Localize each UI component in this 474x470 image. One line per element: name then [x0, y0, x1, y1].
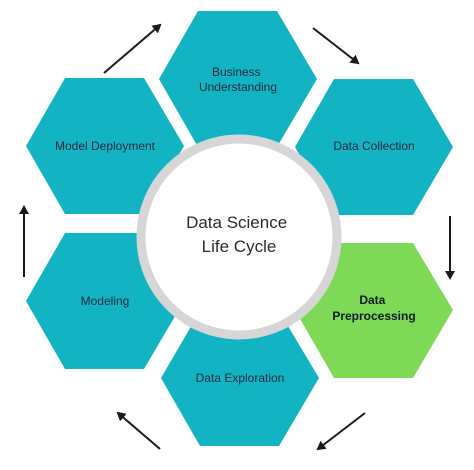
hex-shape-data-collection	[295, 79, 453, 215]
hex-shape-data-exploration	[161, 311, 319, 446]
stage-hex-business-understanding: Business Understanding	[159, 11, 317, 147]
center-hub: Data Science Life Cycle	[136, 134, 342, 340]
stage-label-data-exploration: Data Exploration	[196, 371, 285, 385]
arrow-deployment-to-business	[103, 23, 162, 74]
arrow-exploration-to-modeling	[116, 411, 161, 450]
arrow-preprocessing-to-exploration	[316, 412, 366, 451]
stage-label-data-collection: Data Collection	[333, 139, 414, 153]
arrow-business-to-collection	[312, 27, 360, 65]
hex-shape-data-preprocessing	[295, 243, 453, 378]
stage-label-modeling: Modeling	[81, 294, 130, 308]
center-title: Data Science Life Cycle	[186, 213, 292, 256]
stage-hex-model-deployment: Model Deployment	[26, 78, 184, 214]
center-circle	[136, 134, 342, 340]
stage-hex-data-preprocessing: Data Preprocessing	[295, 243, 453, 378]
stage-label-business-understanding: Business Understanding	[199, 65, 277, 94]
hex-shape-model-deployment	[26, 78, 184, 214]
hex-shape-business-understanding	[159, 11, 317, 147]
stage-hex-data-collection: Data Collection	[295, 79, 453, 215]
stage-hex-data-exploration: Data Exploration	[161, 311, 319, 446]
stage-label-data-preprocessing: Data Preprocessing	[332, 293, 415, 323]
stage-label-model-deployment: Model Deployment	[55, 139, 156, 153]
